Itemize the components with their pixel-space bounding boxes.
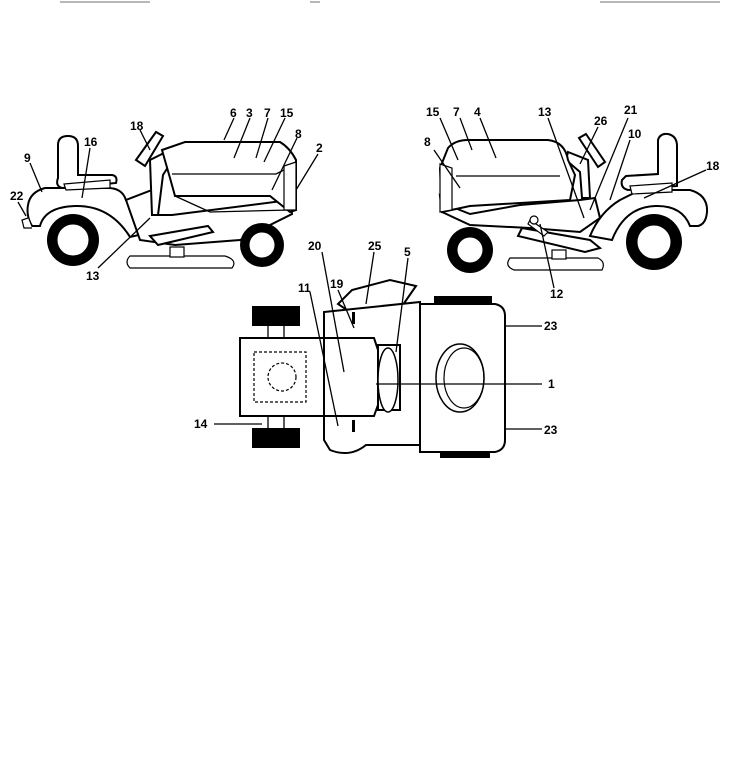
grille <box>283 161 297 211</box>
rear-platform <box>239 337 325 417</box>
deck-spindle <box>551 249 567 260</box>
callout-10: 10 <box>628 127 642 141</box>
rear-wheel-rim <box>636 224 672 260</box>
callout-13: 13 <box>538 105 552 119</box>
steering-wheel <box>577 132 607 169</box>
callout-21: 21 <box>624 103 638 117</box>
callout-9: 9 <box>24 151 31 165</box>
callout-3: 3 <box>246 106 253 120</box>
rear-fender <box>26 187 145 239</box>
callout-19: 19 <box>330 277 344 291</box>
callout-15: 15 <box>426 105 440 119</box>
callout-8: 8 <box>424 135 431 149</box>
callout-11: 11 <box>298 281 311 295</box>
callout-18: 18 <box>130 119 144 133</box>
seat <box>620 132 678 192</box>
callout-16: 16 <box>84 135 98 149</box>
callout-1: 1 <box>548 377 555 391</box>
callout-25: 25 <box>368 239 382 253</box>
footrest-rail <box>148 224 215 247</box>
deck-spindle <box>169 246 185 258</box>
callout-23-top: 23 <box>544 319 558 333</box>
tractor-top-view: 20 25 5 19 11 23 1 14 23 <box>194 239 558 458</box>
callout-15: 15 <box>280 106 294 120</box>
steering-hub <box>377 347 399 413</box>
callout-6: 6 <box>230 106 237 120</box>
callout-26: 26 <box>594 114 608 128</box>
hood <box>160 141 297 214</box>
front-wheel-rim <box>456 236 484 264</box>
rear-fender <box>588 189 709 242</box>
decal-mark <box>352 420 355 432</box>
tractor-left-side-view: 6 3 7 15 8 2 18 16 9 22 13 <box>10 106 323 283</box>
hood-side-panel <box>174 195 291 213</box>
seat-base <box>629 182 673 195</box>
lift-lever-knob <box>529 215 539 225</box>
grille <box>439 163 453 213</box>
callout-23-bottom: 23 <box>544 423 558 437</box>
callout-5: 5 <box>404 245 411 259</box>
rear-wheel-rim <box>56 223 90 257</box>
side-frame <box>438 193 602 234</box>
callout-7: 7 <box>453 105 460 119</box>
seat-base <box>63 179 111 191</box>
front-wheel-rim <box>248 231 276 259</box>
callout-4: 4 <box>474 105 481 119</box>
callout-14: 14 <box>194 417 208 431</box>
rear-hitch <box>21 217 32 229</box>
tractor-right-side-view: 15 7 4 13 21 26 10 8 18 12 <box>424 103 720 301</box>
callout-12: 12 <box>550 287 564 301</box>
main-body <box>323 337 379 417</box>
front-tire-top <box>434 296 492 304</box>
rear-tire-bottom <box>252 428 300 448</box>
mower-deck <box>126 255 235 269</box>
callout-20: 20 <box>308 239 322 253</box>
callout-18: 18 <box>706 159 720 173</box>
decal-mark <box>352 312 355 324</box>
callout-8: 8 <box>295 127 302 141</box>
seat-cushion <box>267 362 297 392</box>
callout-7: 7 <box>264 106 271 120</box>
seat-outline <box>253 351 307 403</box>
front-tire-bottom <box>440 450 490 458</box>
seat <box>56 134 118 190</box>
hood-dome-inner <box>443 347 485 409</box>
callout-22: 22 <box>10 189 24 203</box>
callout-13: 13 <box>86 269 100 283</box>
rear-tire-top <box>252 306 300 326</box>
footrest-rail <box>516 226 603 254</box>
mower-deck <box>507 257 604 271</box>
callout-2: 2 <box>316 141 323 155</box>
